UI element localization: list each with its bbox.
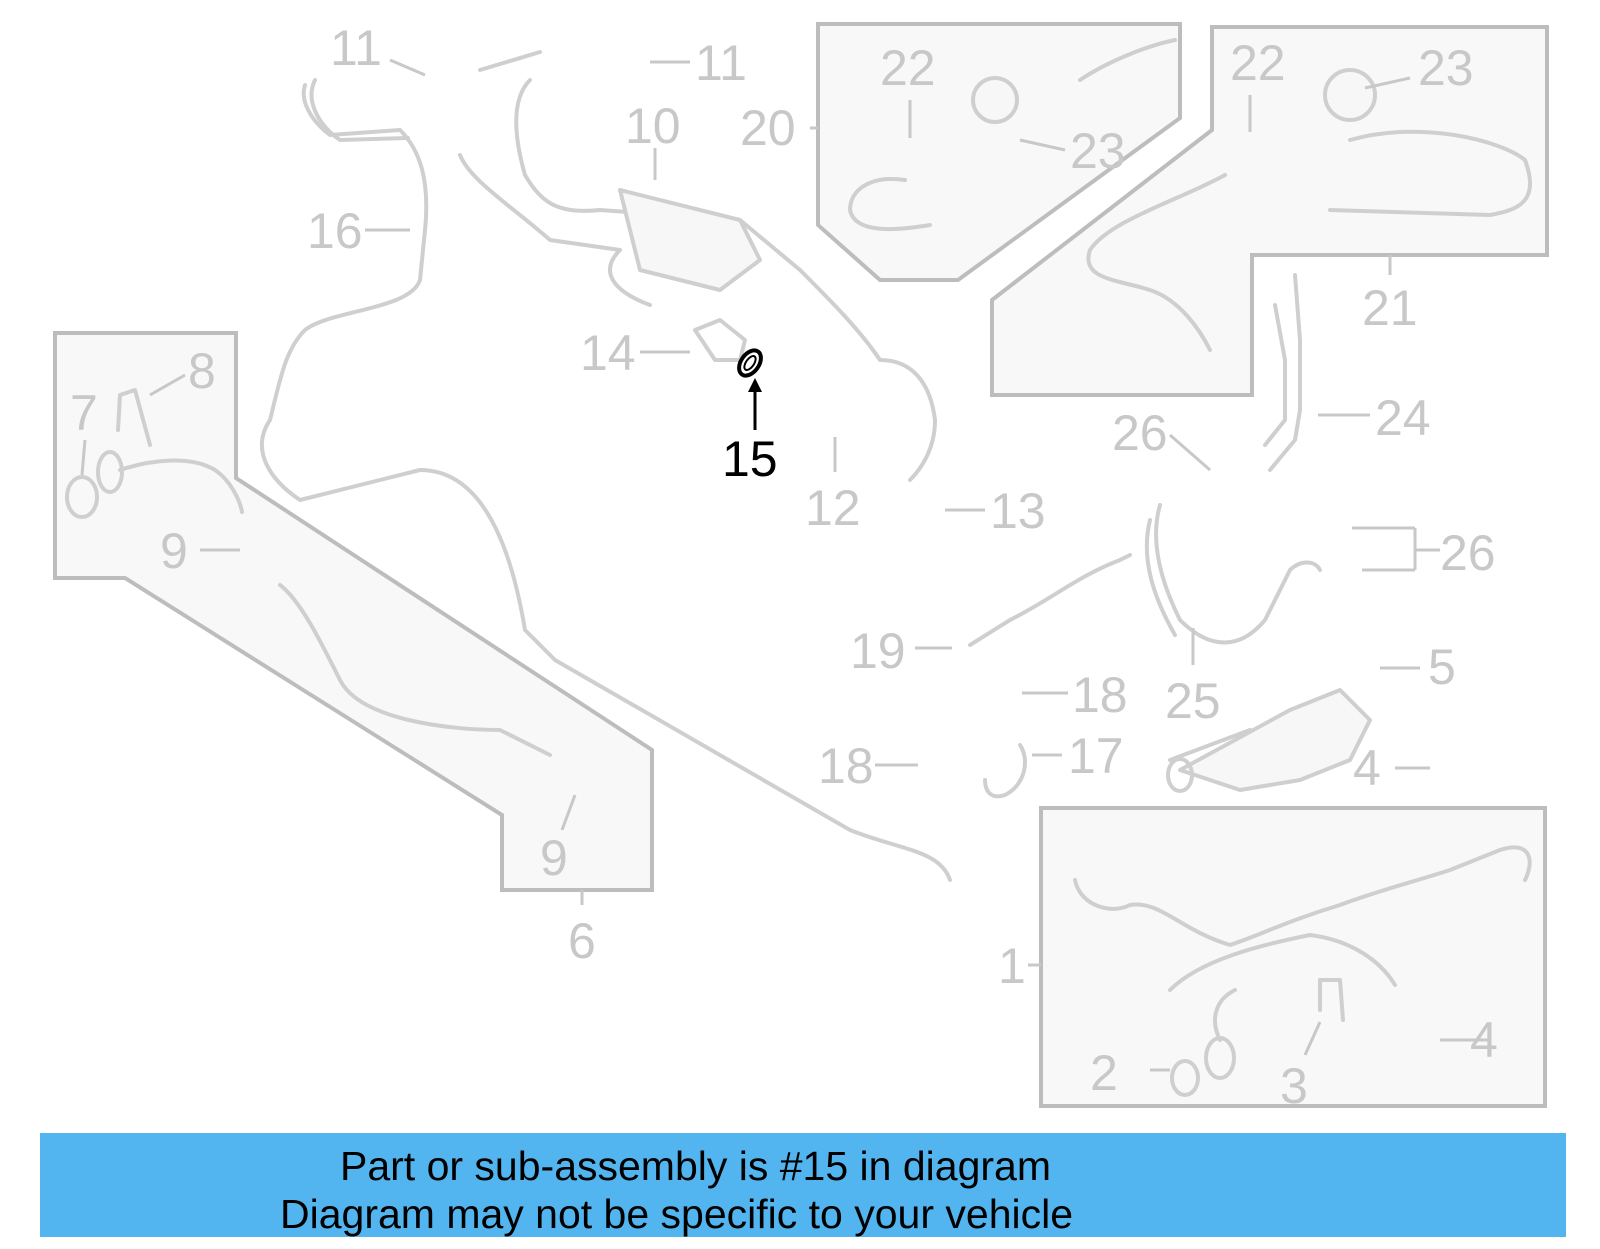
part-14-flange (693, 318, 747, 362)
callout-26: 26 (1112, 405, 1168, 461)
part-23-valve (1323, 68, 1377, 122)
part-25-pipe (1144, 503, 1322, 645)
part-21-hose (1086, 129, 1532, 352)
callout-2: 2 (1090, 1045, 1118, 1101)
callout-9b: 9 (540, 830, 568, 886)
callout-7: 7 (70, 385, 98, 441)
callout-18b: 18 (818, 738, 874, 794)
info-banner: Part or sub-assembly is #15 in diagram D… (40, 1133, 1566, 1237)
part-15-seal (737, 348, 763, 378)
callout-4: 4 (1353, 740, 1381, 796)
callout-12: 12 (805, 480, 861, 536)
callout-1: 1 (998, 938, 1026, 994)
callout-11: 11 (330, 20, 382, 76)
callout-8: 8 (188, 343, 216, 399)
group-box-1 (1039, 806, 1547, 1108)
callout-13: 13 (990, 483, 1046, 539)
callout-23: 23 (1070, 123, 1126, 179)
callout-20: 20 (740, 100, 796, 156)
part-1-hose-assembly (1073, 845, 1532, 1080)
callout-labels: 1 2 3 4 4 5 6 7 8 9 9 10 11 11 12 13 14 … (70, 20, 1498, 1114)
part-19-pipe (968, 553, 1132, 647)
callout-16: 16 (307, 203, 363, 259)
callout-9: 9 (160, 523, 188, 579)
part-20-hose (848, 38, 1177, 232)
part-6-pipe (96, 450, 552, 757)
leader-lines (80, 58, 1490, 1072)
part-17-hose (983, 743, 1027, 799)
group-box-21 (990, 25, 1549, 397)
callout-14: 14 (580, 325, 636, 381)
callout-11b: 11 (695, 35, 747, 91)
callout-15: 15 (722, 431, 778, 487)
part-8-bracket (116, 388, 152, 447)
part-7-oring (65, 475, 99, 519)
callout-26b: 26 (1440, 525, 1496, 581)
callout-25: 25 (1165, 673, 1221, 729)
callout-22: 22 (880, 40, 936, 96)
callout-18: 18 (1072, 667, 1128, 723)
callout-19: 19 (850, 623, 906, 679)
part-16-long-pipe (259, 78, 952, 882)
callout-17: 17 (1068, 728, 1124, 784)
callout-24: 24 (1375, 390, 1431, 446)
callout-22b: 22 (1230, 35, 1286, 91)
callout-6: 6 (568, 913, 596, 969)
callout-5: 5 (1428, 639, 1456, 695)
part-3-bracket (1318, 978, 1345, 1022)
callout-23b: 23 (1418, 40, 1474, 96)
leader-arrow-15 (748, 378, 762, 392)
part-2-oring (1170, 1059, 1200, 1097)
banner-part-text: Part or sub-assembly is #15 in diagram (340, 1143, 1051, 1189)
part-5-housing (1166, 688, 1372, 793)
part-10-main-pipe (458, 50, 937, 482)
callout-4b: 4 (1470, 1012, 1498, 1068)
group-box-20 (816, 22, 1182, 282)
callout-3: 3 (1280, 1058, 1308, 1114)
callout-10: 10 (625, 98, 681, 154)
part-15-seal-inner (743, 355, 757, 371)
part-24-pipe (1263, 273, 1302, 472)
group-box-6 (53, 331, 654, 892)
banner-disclaimer-text: Diagram may not be specific to your vehi… (280, 1191, 1074, 1237)
callout-21: 21 (1362, 280, 1418, 336)
